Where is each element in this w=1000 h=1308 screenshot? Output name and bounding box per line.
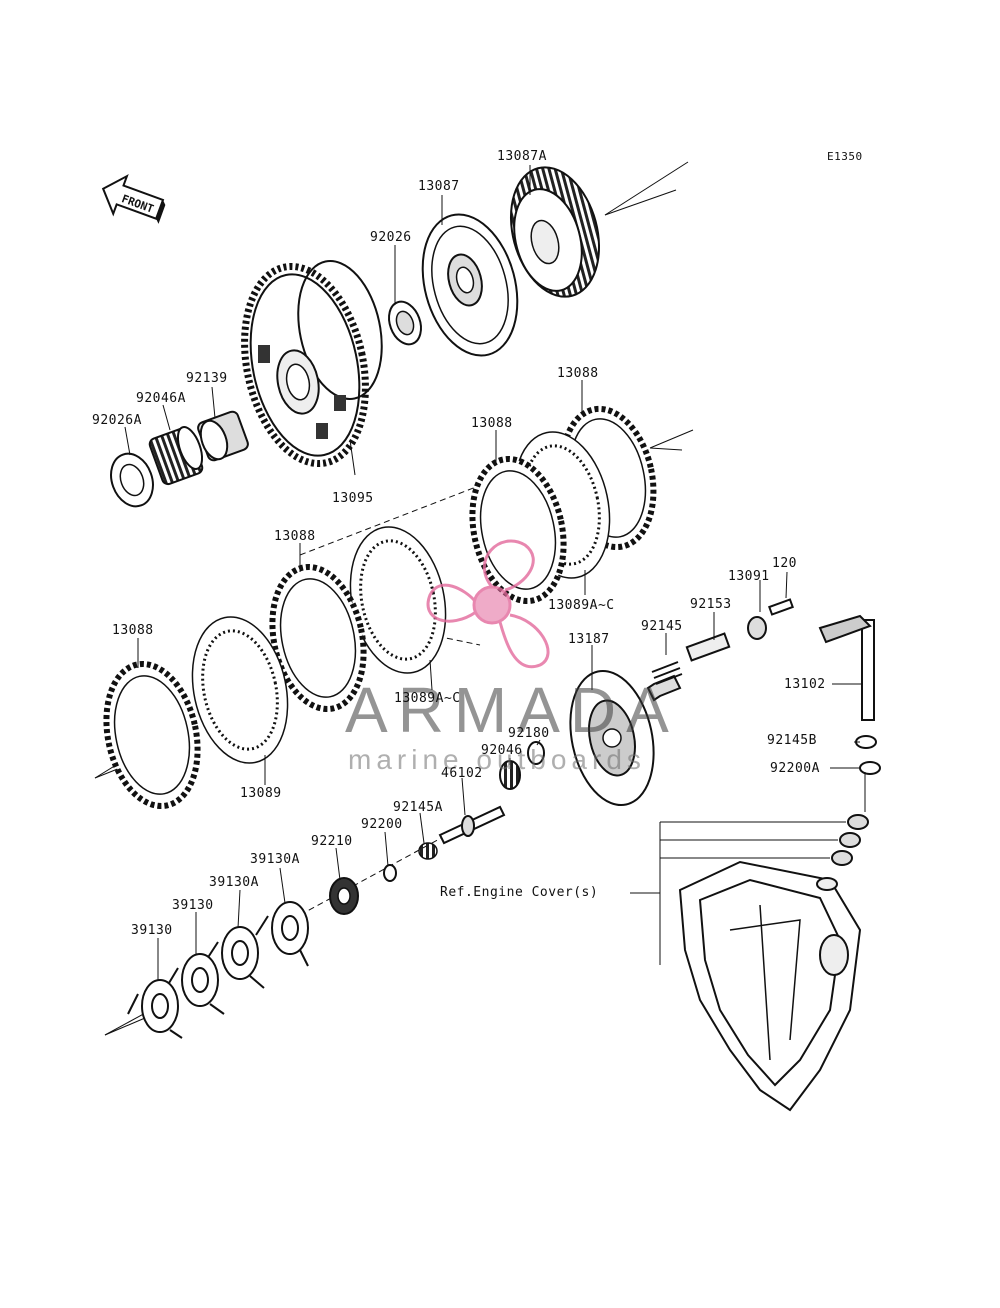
label-120: 120 <box>772 556 797 571</box>
reference-note: Ref.Engine Cover(s) <box>440 885 599 900</box>
label-13187: 13187 <box>568 632 610 647</box>
label-92046A: 92046A <box>136 391 186 406</box>
label-13087A: 13087A <box>497 149 547 164</box>
label-13089A~C-lower: 13089A~C <box>394 691 461 706</box>
watermark-brand: ARMADA <box>345 674 679 746</box>
clutch-hub-13087 <box>421 213 519 357</box>
spring-plate-39130-1 <box>165 953 225 1015</box>
watermark-propeller-icon <box>426 539 550 669</box>
label-92210: 92210 <box>311 834 353 849</box>
label-92200: 92200 <box>361 817 403 832</box>
label-46102: 46102 <box>441 766 483 781</box>
pressure-plate-13187 <box>569 669 655 807</box>
diagram-code: E1350 <box>827 150 863 163</box>
washer-92200 <box>383 864 397 882</box>
leader-lines <box>124 165 866 980</box>
spring-92145A <box>418 842 438 860</box>
watermark-tagline: marine outboards <box>348 744 646 775</box>
front-arrow-icon: FRONT <box>101 174 166 224</box>
label-13088-b: 13088 <box>471 416 513 431</box>
spring-plate-39130A-2 <box>204 926 265 989</box>
label-13087: 13087 <box>418 179 460 194</box>
collar-92153 <box>685 632 731 662</box>
label-39130-2: 39130 <box>131 923 173 938</box>
engine-cover <box>678 860 862 1112</box>
seals-stack <box>831 814 869 866</box>
washer-92026 <box>388 300 422 346</box>
label-13089A~C-upper: 13089A~C <box>548 598 615 613</box>
bolt-120 <box>768 598 794 616</box>
label-13088-d: 13088 <box>112 623 154 638</box>
label-92145A: 92145A <box>393 800 443 815</box>
oring-92200A <box>859 761 881 775</box>
spring-plate-39130A-1 <box>255 901 309 967</box>
label-92180: 92180 <box>508 726 550 741</box>
friction-plate-13088-b <box>469 455 567 605</box>
clutch-housing-13095 <box>241 260 383 468</box>
clutch-hub-13087A <box>509 166 601 298</box>
label-92200A: 92200A <box>770 761 820 776</box>
label-92145B: 92145B <box>767 733 817 748</box>
label-39130A-1: 39130A <box>250 852 300 867</box>
label-13091: 13091 <box>728 569 770 584</box>
needle-bearing-92046A <box>148 426 204 486</box>
label-39130-1: 39130 <box>172 898 214 913</box>
label-39130A-2: 39130A <box>209 875 259 890</box>
label-92026: 92026 <box>370 230 412 245</box>
friction-plate-13088-d <box>103 660 201 810</box>
label-92046: 92046 <box>481 743 523 758</box>
label-13095: 13095 <box>332 491 374 506</box>
lever-shaft-13102 <box>818 614 875 721</box>
label-13089: 13089 <box>240 786 282 801</box>
steel-plate-13089 <box>191 616 289 764</box>
label-92145: 92145 <box>641 619 683 634</box>
label-92153: 92153 <box>690 597 732 612</box>
sleeve-92139 <box>197 410 249 462</box>
label-92026A: 92026A <box>92 413 142 428</box>
push-rod-46102 <box>438 805 506 845</box>
label-92139: 92139 <box>186 371 228 386</box>
washer-92026A <box>110 452 154 508</box>
washer-13091 <box>747 616 767 640</box>
label-13102: 13102 <box>784 677 826 692</box>
spring-92145 <box>646 661 683 702</box>
friction-plate-13088-c <box>269 563 367 713</box>
label-13088-a: 13088 <box>557 366 599 381</box>
label-13088-c: 13088 <box>274 529 316 544</box>
spring-plate-39130-2 <box>127 979 183 1039</box>
bearing-92210 <box>329 877 359 915</box>
washer-92180 <box>527 741 545 765</box>
